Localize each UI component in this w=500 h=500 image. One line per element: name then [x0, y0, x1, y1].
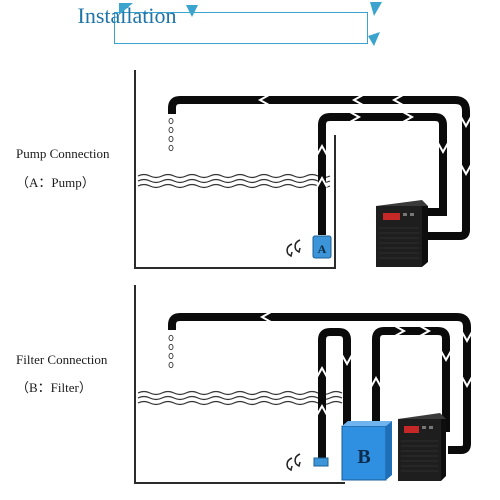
title-banner [114, 12, 368, 44]
filter-label: B [357, 446, 370, 468]
water-flow-icon [286, 239, 301, 258]
tank-outline [134, 285, 345, 484]
supply-pipe [372, 327, 450, 432]
water-chiller-icon [376, 200, 428, 267]
pump-connection-title: Pump Connection [16, 146, 110, 161]
water-flow-icon [286, 453, 301, 472]
filter-connection-title: Filter Connection [16, 352, 108, 367]
water-surface [137, 390, 343, 406]
tank-outline [134, 70, 336, 269]
pump-device [312, 235, 332, 259]
banner-marker-icon [186, 5, 198, 17]
filter-connection-subtitle: （B：Filter） [16, 380, 92, 395]
water-chiller-icon [398, 413, 446, 481]
pump-label: A [318, 242, 327, 256]
bubbles-icon [168, 334, 174, 369]
pump-connection-diagram: A [134, 70, 472, 269]
banner-tail-icon [368, 32, 380, 46]
banner-flag-icon [370, 2, 382, 16]
filter-intake-pipe [318, 328, 351, 458]
pump-device [313, 457, 329, 467]
supply-pipe [318, 113, 447, 235]
pump-connection-subtitle: （A：Pump） [16, 175, 95, 190]
bubbles-icon [168, 117, 174, 152]
filter-device [341, 421, 392, 481]
return-pipe [168, 96, 470, 240]
return-pipe [168, 313, 471, 454]
banner-corner-icon [119, 3, 133, 15]
filter-connection-diagram: B [134, 285, 473, 484]
water-surface [137, 173, 331, 189]
